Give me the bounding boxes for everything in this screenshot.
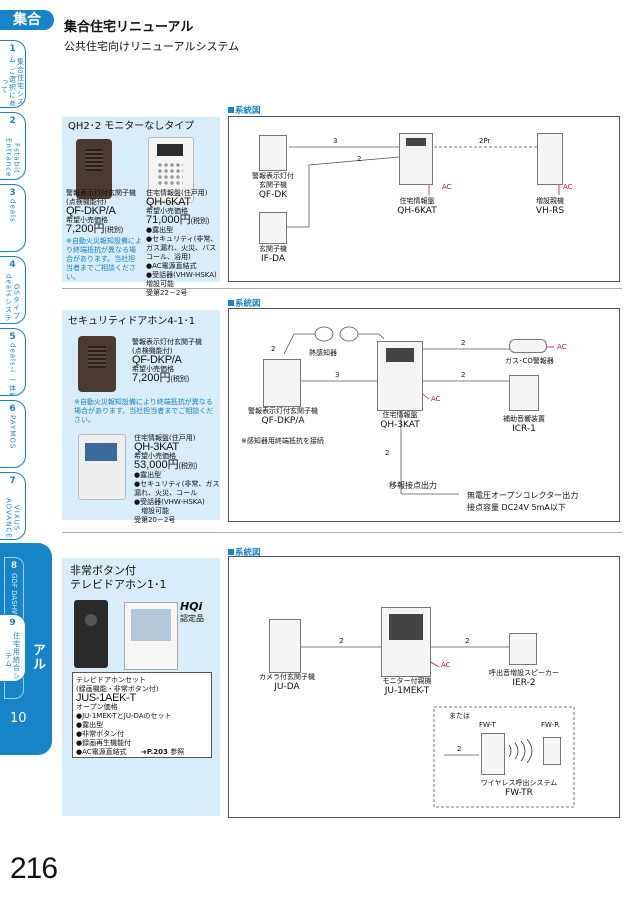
system-diagram-2: 熱感知器 2 3 2 2 2 AC AC ガス･CO警報器 警報表示灯付玄関子機…	[228, 308, 620, 522]
hqi-label: 認定品	[180, 614, 204, 623]
camera-doorphone-device	[269, 619, 301, 673]
section-divider	[62, 288, 622, 289]
alt-label: または	[449, 712, 470, 720]
product-model: JUS-1AEK-T	[76, 692, 136, 704]
doorphone-image	[76, 139, 112, 199]
system-diagram-label: 系統図	[228, 297, 261, 309]
heat-sensor-icon	[339, 326, 359, 342]
product-price: 7,200円	[132, 372, 171, 384]
speaker-device	[509, 633, 537, 665]
speaker-grille-icon	[88, 346, 106, 368]
product-price: 71,000円	[146, 214, 191, 226]
ac-label: AC	[431, 395, 441, 403]
relay-desc: 無電圧オープンコレクター出力	[467, 491, 579, 500]
wiring-lines	[299, 646, 575, 808]
product-model: QH-3KAT	[134, 441, 179, 453]
diagram-note: ※感知器用終端抵抗を接続	[241, 437, 324, 445]
hqi-logo: HQi	[180, 600, 203, 613]
active-tab-label: 集合住宅リニューアル	[30, 643, 64, 755]
side-tab-label: Fstabit Entrance	[4, 138, 21, 178]
section3-title: テレビドアホン1･1	[70, 578, 167, 591]
relay-label: 移報接点出力	[389, 481, 437, 490]
system-diagram-label: 系統図	[228, 104, 261, 116]
product-price: 53,000円	[134, 459, 179, 471]
button-grid-icon	[157, 162, 183, 186]
product-price: 7,200円	[66, 223, 105, 235]
section-divider	[62, 532, 622, 533]
info-panel-image	[148, 137, 194, 203]
set-box: テレビドアホンセット (録画機能・非常ボタン付) JUS-1AEK-T オープン…	[72, 672, 212, 758]
side-tab-label: PAYMOS	[8, 415, 17, 450]
section1-panel: QH2･2 モニターなしタイプ 警報表示灯付玄関子機 (点検機能付) QF-DK…	[62, 117, 220, 297]
ac-label: AC	[557, 343, 567, 351]
section3-title: 非常ボタン付	[70, 564, 136, 577]
doorphone-device	[259, 212, 287, 244]
buzzer-device	[509, 375, 539, 411]
speaker-grille-icon	[85, 149, 103, 171]
product-model: QF-DKP/A	[66, 205, 116, 217]
product-note: ※自動火災報知設備により終端抵抗が異なる場合があります。当社担当者までご相談くだ…	[74, 398, 214, 424]
product-model: QF-DKP/A	[132, 354, 182, 366]
fw-r-label: FW-R	[541, 721, 560, 729]
sub-master-device	[537, 133, 563, 185]
monitor-image	[124, 602, 178, 670]
side-tab-label: GSタイプ dealsシステム	[4, 274, 21, 324]
monitor-device	[381, 607, 431, 677]
sensor-label: 熱感知器	[309, 349, 337, 357]
gas-alarm-device	[509, 339, 547, 353]
info-panel-device	[377, 341, 423, 411]
camera-icon	[85, 614, 97, 626]
info-panel-image	[78, 434, 126, 500]
product-note: ※自動火災報知設備により終端抵抗が異なる場合があります。当社担当者までご相談くだ…	[66, 237, 142, 281]
screen-icon	[85, 443, 117, 461]
page-subtitle: 公共住宅向けリニューアルシステム	[64, 40, 240, 53]
side-tab-label: deals-i 一体型	[8, 343, 17, 396]
fw-r-device	[543, 737, 561, 765]
screen-icon	[157, 144, 183, 156]
section2-panel: セキュリティドアホン4-1･1 警報表示灯付玄関子機 (点検機能付) QF-DK…	[62, 310, 220, 524]
section2-title: セキュリティドアホン4-1･1	[68, 316, 196, 327]
side-tab-label: deals	[8, 199, 17, 223]
fw-t-device	[481, 733, 505, 775]
product-model: QH-6KAT	[146, 196, 191, 208]
system-diagram-label: 系統図	[228, 546, 261, 558]
side-tab-label: 集合住宅システム ご選択にあたって	[0, 56, 25, 108]
category-tab: 集合	[0, 10, 54, 30]
page-reference-link[interactable]: ➜P.203	[140, 748, 168, 756]
info-panel-device	[399, 133, 433, 185]
wireless-signal-icon	[508, 738, 533, 764]
wiring-lines	[287, 146, 560, 228]
section1-title: QH2･2 モニターなしタイプ	[68, 121, 195, 132]
page-title: 集合住宅リニューアル	[64, 20, 194, 35]
page-number: 216	[10, 852, 58, 885]
ac-label: AC	[441, 661, 451, 669]
section3-panel: 非常ボタン付 テレビドアホン1･1 HQi 認定品 テレビドアホンセット (録画…	[62, 558, 220, 816]
ac-label: AC	[563, 183, 573, 191]
active-tab-number: 10	[10, 711, 27, 726]
side-tab-label: VIXUS ADVANCE	[4, 497, 21, 539]
relay-desc: 接点容量 DC24V 5mA以下	[467, 503, 566, 512]
heat-sensor-icon	[314, 326, 334, 342]
doorphone-device	[263, 359, 301, 407]
ac-label: AC	[442, 183, 452, 191]
camera-doorphone-image	[74, 600, 108, 668]
doorphone-device	[259, 135, 287, 171]
doorphone-image	[78, 336, 116, 392]
screen-icon	[131, 609, 171, 641]
gas-alarm-label: ガス･CO警報器	[505, 357, 554, 365]
fw-t-label: FW-T	[479, 721, 496, 729]
side-tab-label: GDF DASHWISM	[10, 573, 18, 630]
side-tab-label: 住宅用統合システム	[4, 632, 21, 682]
